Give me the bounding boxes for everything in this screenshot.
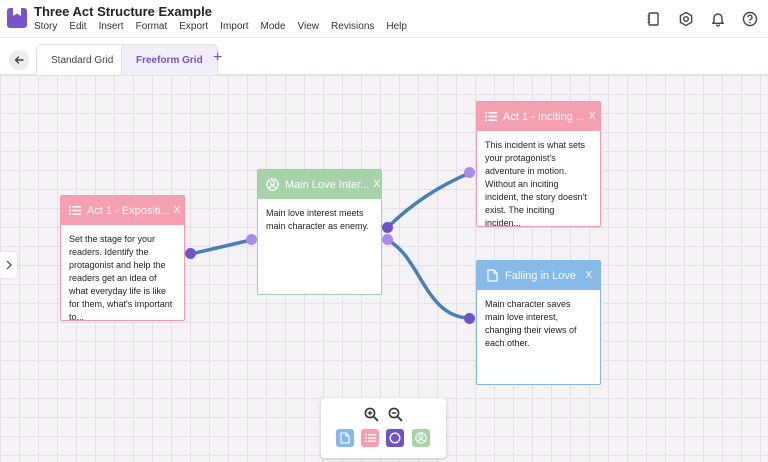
card-body: This incident is what sets your protagon… (485, 140, 587, 228)
document-icon (340, 432, 350, 444)
card-header[interactable]: Act 1 - Expositi... X (61, 196, 184, 225)
arrow-left-icon (14, 56, 24, 64)
person-icon (266, 178, 279, 192)
list-icon (485, 110, 497, 124)
menu-revisions[interactable]: Revisions (331, 21, 375, 32)
bookmark-logo-icon (7, 8, 27, 28)
connector-handle[interactable] (246, 234, 257, 245)
menu-mode[interactable]: Mode (260, 21, 286, 32)
freeform-canvas[interactable] (0, 75, 768, 462)
list-icon (69, 204, 81, 218)
card-close-button[interactable]: X (373, 179, 381, 190)
connector-handle[interactable] (464, 313, 475, 324)
menu-view[interactable]: View (297, 21, 320, 32)
circle-icon (389, 432, 401, 444)
list-tool-button[interactable] (361, 429, 379, 447)
document-icon (485, 269, 499, 283)
connector-handle[interactable] (382, 234, 393, 245)
card-title: Main Love Inter... (285, 178, 370, 191)
help-icon[interactable] (740, 9, 760, 29)
card-close-button[interactable]: X (588, 111, 596, 122)
bell-icon[interactable] (708, 9, 728, 29)
card-close-button[interactable]: X (585, 270, 592, 281)
app-title: Three Act Structure Example (34, 4, 212, 19)
tab-bar: Standard Grid Freeform Grid + (0, 38, 768, 75)
notebook-icon[interactable] (643, 9, 663, 29)
person-icon (415, 432, 427, 444)
menu-format[interactable]: Format (135, 21, 168, 32)
card-title: Act 1 - Inciting ... (503, 110, 585, 123)
tab-standard-grid[interactable]: Standard Grid (36, 44, 129, 75)
document-tool-button[interactable] (336, 429, 354, 447)
chevron-right-icon (6, 260, 12, 270)
tab-freeform-grid[interactable]: Freeform Grid (121, 44, 218, 75)
card-body: Main character saves main love interest,… (485, 299, 577, 348)
circle-tool-button[interactable] (386, 429, 404, 447)
settings-icon[interactable] (676, 9, 696, 29)
zoom-in-icon[interactable] (363, 406, 379, 422)
card-title: Act 1 - Expositi... (87, 204, 170, 217)
connector-handle[interactable] (382, 222, 393, 233)
menubar: Story Edit Insert Format Export Import M… (34, 21, 419, 32)
card-body: Set the stage for your readers. Identify… (69, 234, 173, 322)
connector-handle[interactable] (464, 167, 475, 178)
card-title: Falling in Love (505, 269, 576, 282)
card-header[interactable]: Main Love Inter... X (258, 170, 381, 199)
card-act1-exposition[interactable]: Act 1 - Expositi... X Set the stage for … (60, 195, 185, 322)
card-act1-inciting[interactable]: Act 1 - Inciting ... X This incident is … (476, 101, 601, 228)
card-header[interactable]: Falling in Love X (477, 261, 600, 290)
menu-insert[interactable]: Insert (98, 21, 124, 32)
menu-help[interactable]: Help (386, 21, 407, 32)
menu-edit[interactable]: Edit (69, 21, 87, 32)
canvas-toolbar (321, 398, 446, 458)
menu-import[interactable]: Import (220, 21, 249, 32)
card-falling-in-love[interactable]: Falling in Love X Main character saves m… (476, 260, 601, 385)
menu-story[interactable]: Story (34, 21, 58, 32)
add-tab-button[interactable]: + (213, 49, 223, 66)
header: Three Act Structure Example Story Edit I… (0, 0, 768, 38)
card-header[interactable]: Act 1 - Inciting ... X (477, 102, 600, 131)
zoom-out-icon[interactable] (387, 406, 403, 422)
menu-export[interactable]: Export (179, 21, 209, 32)
person-tool-button[interactable] (412, 429, 430, 447)
card-body: Main love interest meets main character … (266, 208, 369, 231)
card-close-button[interactable]: X (173, 205, 181, 216)
list-icon (364, 434, 376, 442)
back-button[interactable] (9, 50, 29, 70)
card-main-love-interest[interactable]: Main Love Inter... X Main love interest … (257, 169, 382, 295)
connector-handle[interactable] (185, 248, 196, 259)
sidebar-toggle-button[interactable] (0, 252, 17, 278)
